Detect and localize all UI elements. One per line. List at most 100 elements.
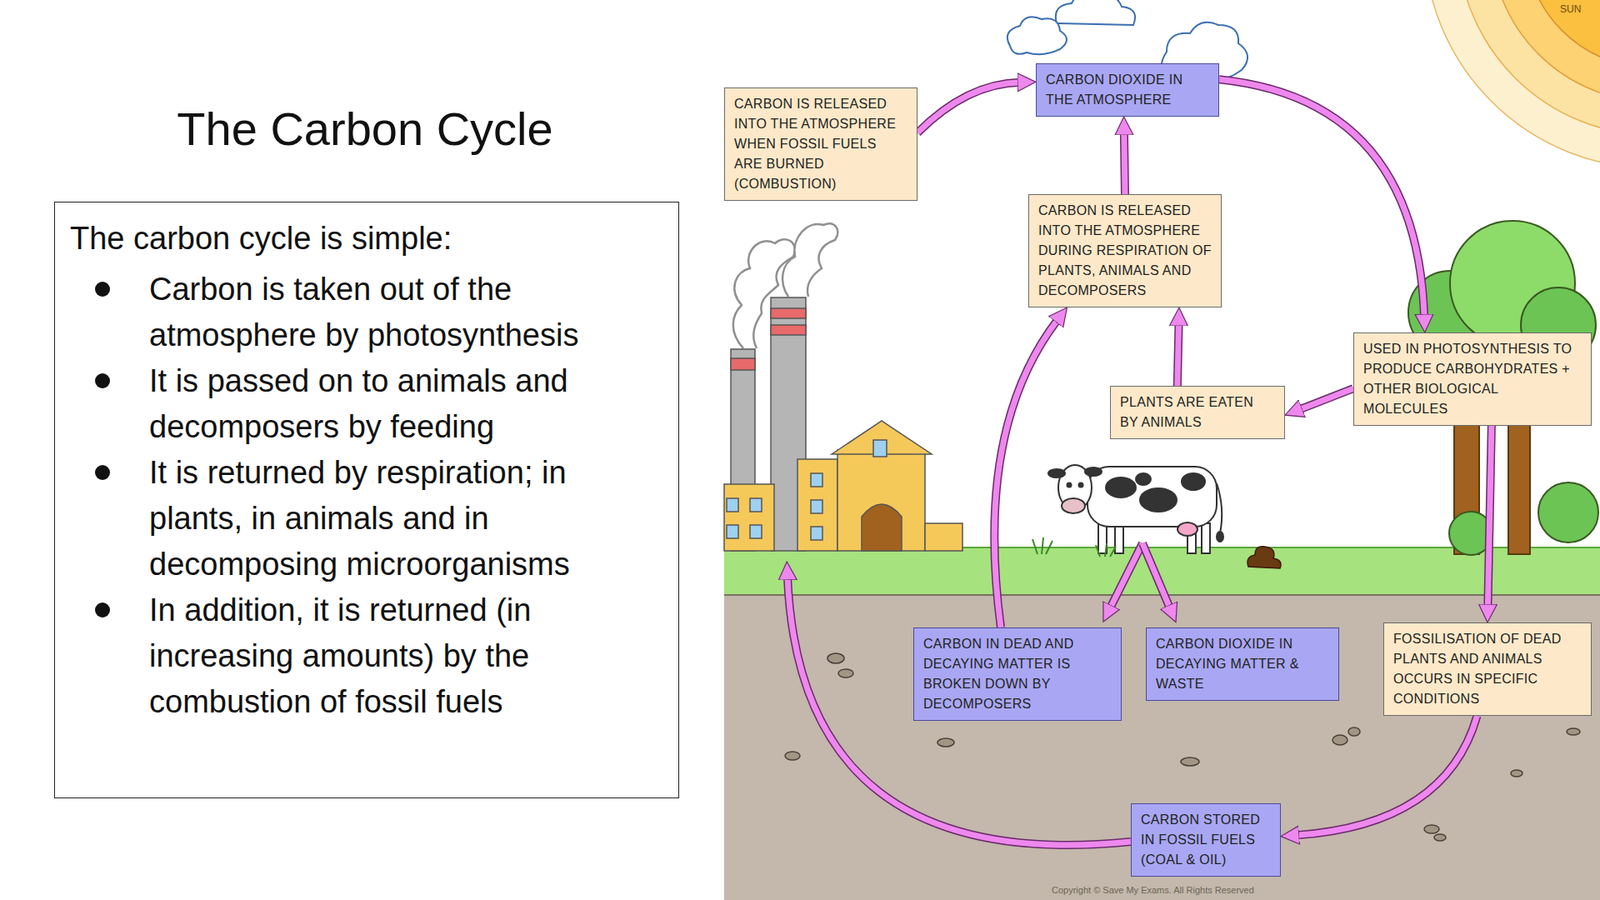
cow-part [1048,469,1065,478]
factory-part [925,523,963,551]
box-text: PLANTS ARE EATEN BY ANIMALS [1120,392,1275,433]
bullet-dot [95,373,110,389]
clouds-part [1055,0,1135,25]
cycle-arrows-part [787,576,1131,845]
factory-part [726,498,739,512]
cow-part [1216,531,1224,542]
ground [724,547,1600,900]
cow-part [1087,466,1217,527]
stones-part [827,653,845,664]
cow-part [1085,467,1102,476]
cow-part [1135,473,1151,485]
stones-part [838,669,854,678]
factory-part [726,525,739,539]
sun-part [1490,0,1600,102]
box-text: CARBON DIOXIDE IN DECAYING MATTER & WAST… [1155,634,1330,695]
factory-part [837,450,925,551]
grass-part [1095,543,1116,557]
stones-part [1180,757,1200,766]
cycle-arrows-part [1142,543,1170,609]
bullet-text: It is passed on to animals and decompose… [149,363,569,445]
cycle-arrow [917,82,1021,134]
box-text: CARBON IS RELEASED INTO THE ATMOSPHERE W… [734,94,908,195]
cow-part [1105,477,1136,498]
bullet-text: In addition, it is returned (in increasi… [149,592,531,720]
sun-label: SUN [1560,3,1581,15]
bullet-dot [95,602,110,618]
factory-part [730,358,755,370]
cycle-arrow-part [917,82,1021,134]
cycle-arrows-part [787,576,1131,845]
factory-part [797,459,838,551]
box-text: CARBON STORED IN FOSSIL FUELS (COAL & OI… [1140,810,1271,870]
bullet-dot [95,465,110,480]
process-box: CARBON IS RELEASED INTO THE ATMOSPHERE D… [1028,194,1222,308]
bullet-item: It is returned by respiration; in plants… [70,450,664,588]
grass [1032,537,1116,557]
cycle-arrows-part [1110,543,1143,609]
sun [1424,0,1600,169]
bullet-text: It is returned by respiration; in plants… [149,455,570,582]
cycle-arrow-part [994,319,1058,628]
cow-part [1140,488,1177,512]
sun-part [1524,0,1600,69]
process-box: FOSSILISATION OF DEAD PLANTS AND ANIMALS… [1383,622,1592,716]
smoke [733,223,838,349]
tree-part [1538,482,1599,543]
stones-part [785,751,800,760]
box-text: USED IN PHOTOSYNTHESIS TO PRODUCE CARBOH… [1363,339,1582,420]
cycle-arrow [1177,322,1180,386]
cow-part [1201,523,1210,554]
box-text: CARBON IN DEAD AND DECAYING MATTER IS BR… [923,634,1112,715]
factory-part [724,484,775,551]
cycle-arrow-part [994,319,1058,628]
title: The Carbon Cycle [0,100,730,159]
factory-part [770,325,806,335]
process-box: USED IN PHOTOSYNTHESIS TO PRODUCE CARBOH… [1353,332,1592,426]
cycle-arrow-part [1295,715,1478,835]
cycle-arrows-part [1142,543,1170,609]
cow-part [1061,498,1085,514]
bullet-text: Carbon is taken out of the atmosphere by… [149,271,579,353]
factory-part [750,498,762,512]
factory-part [810,526,823,540]
bullet-item: In addition, it is returned (in increasi… [70,587,664,725]
process-box: CARBON IS RELEASED INTO THE ATMOSPHERE W… [724,87,918,201]
box-text: CARBON DIOXIDE IN THE ATMOSPHERE [1045,70,1210,110]
cycle-arrow [1295,715,1478,835]
cycle-arrow [1487,425,1492,608]
cow [1048,465,1224,554]
box-text: FOSSILISATION OF DEAD PLANTS AND ANIMALS… [1393,629,1582,710]
factory [724,297,963,551]
factory-part [770,308,806,319]
process-box: CARBON DIOXIDE IN THE ATMOSPHERE [1035,63,1220,117]
summary-panel: The carbon cycle is simple:Carbon is tak… [54,201,680,799]
stones-part [1332,735,1348,745]
factory-part [810,473,823,487]
clouds-part [1007,16,1067,55]
cycle-arrow-part [1219,79,1425,318]
factory-part [810,500,823,514]
process-box: CARBON STORED IN FOSSIL FUELS (COAL & OI… [1130,803,1281,877]
stones-part [1566,728,1580,735]
cycle-arrow-part [1124,131,1125,195]
factory-part [750,525,762,539]
cow-part [1067,483,1072,488]
stones-part [1510,770,1523,777]
cycle-arrow-part [917,82,1021,134]
process-box: PLANTS ARE EATEN BY ANIMALS [1110,385,1285,440]
cycle-arrow-part [1177,322,1180,386]
tree-part [1508,408,1530,555]
cycle-arrows [787,543,1170,845]
cow-part [1115,523,1124,554]
cycle-arrow [1299,388,1354,410]
cow-part [1079,483,1084,488]
cycle-arrow-part [1299,388,1354,410]
cycle-arrow [1219,79,1425,318]
dung [1247,546,1281,569]
copyright-note: Copyright © Save My Exams. All Rights Re… [1051,885,1255,895]
box-text: CARBON IS RELEASED INTO THE ATMOSPHERE D… [1038,200,1212,301]
stones-part [1424,825,1440,834]
sun-part [1457,0,1600,135]
cycle-arrow-part [1299,388,1354,410]
